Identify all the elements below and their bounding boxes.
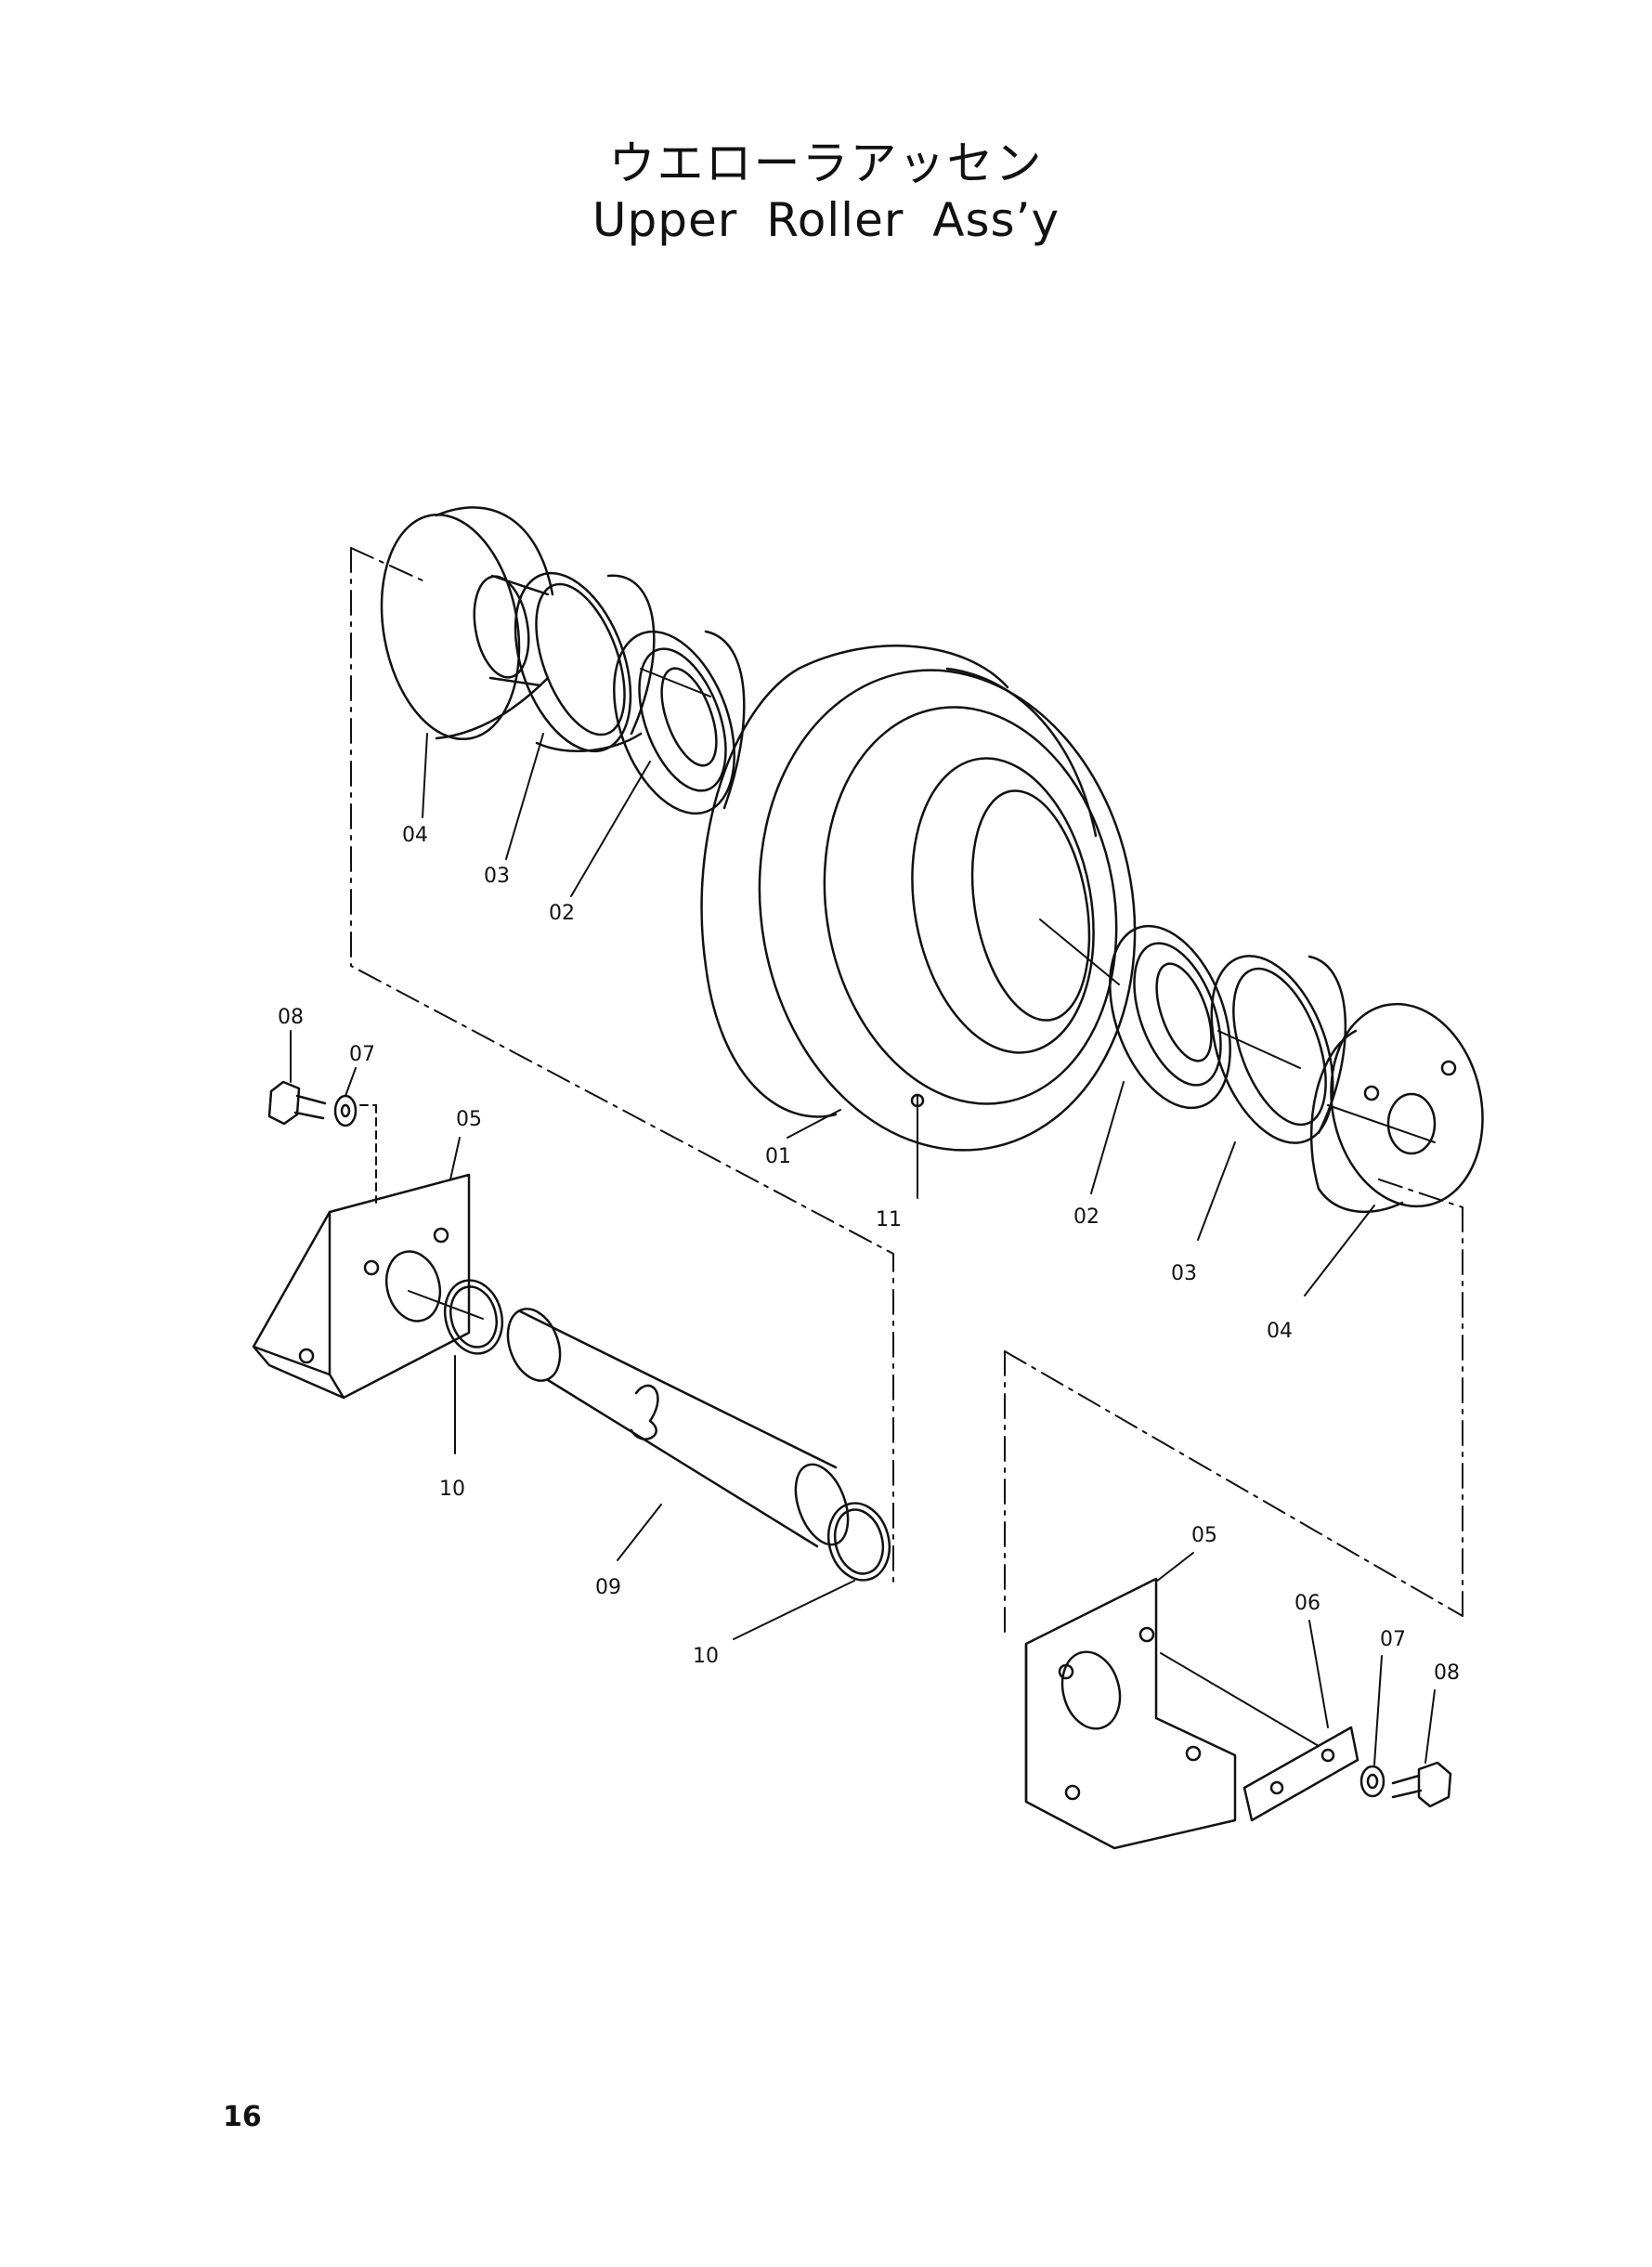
bracket-part-05-left: [252, 1173, 471, 1400]
callout-02-right: 02: [1073, 1205, 1099, 1229]
collar-part-04-right: [1309, 1002, 1484, 1213]
shim-plate-part-06: [1242, 1726, 1359, 1822]
callout-04-upper-left: 04: [402, 824, 428, 847]
collar-part-04-upper-left: [380, 506, 554, 741]
roller-body-part-01: [700, 645, 1137, 1152]
callout-02-upper-left: 02: [549, 902, 575, 925]
assembly-frame-upper: [350, 547, 894, 1589]
bolt-part-08-right: [1391, 1761, 1452, 1808]
callout-09: 09: [595, 1576, 621, 1599]
callout-03-right: 03: [1171, 1262, 1197, 1285]
assembly-frame-lower: [1004, 1179, 1463, 1635]
callout-11: 11: [876, 1208, 902, 1231]
seal-part-03-upper-left: [514, 571, 656, 753]
seal-part-03-right: [1210, 955, 1346, 1144]
alignment-lines: [408, 668, 1436, 1747]
washer-part-07-left: [333, 1094, 358, 1127]
diagram-title-english: Upper Roller Ass’y: [592, 193, 1060, 247]
pin-detail-part-11: [910, 1093, 925, 1108]
callout-05-right: 05: [1191, 1524, 1217, 1547]
o-ring-part-10-lower: [826, 1502, 891, 1582]
callout-07-right: 07: [1380, 1628, 1406, 1651]
bearing-part-02-right: [1109, 924, 1231, 1110]
callout-08-right: 08: [1434, 1661, 1460, 1685]
diagram-title-japanese: ウエローラアッセン: [608, 137, 1044, 190]
callout-06: 06: [1294, 1592, 1320, 1615]
bracket-part-05-right: [1024, 1577, 1237, 1850]
callout-05-left: 05: [456, 1108, 482, 1131]
o-ring-part-10-left: [443, 1279, 504, 1355]
bolt-part-08-left: [267, 1080, 327, 1126]
bearing-part-02-upper-left: [613, 630, 746, 815]
callout-07-left: 07: [349, 1043, 375, 1066]
callout-01: 01: [765, 1145, 791, 1168]
callout-leader-lines: [290, 733, 1436, 1765]
callout-08-left: 08: [278, 1006, 304, 1029]
callout-10-left: 10: [439, 1478, 465, 1501]
page-number: 16: [223, 2101, 262, 2133]
callout-04-right: 04: [1267, 1320, 1293, 1343]
washer-part-07-right: [1359, 1765, 1385, 1798]
shaft-part-09: [506, 1308, 850, 1548]
callout-10-lower: 10: [693, 1645, 719, 1668]
callout-03-upper-left: 03: [484, 865, 510, 888]
